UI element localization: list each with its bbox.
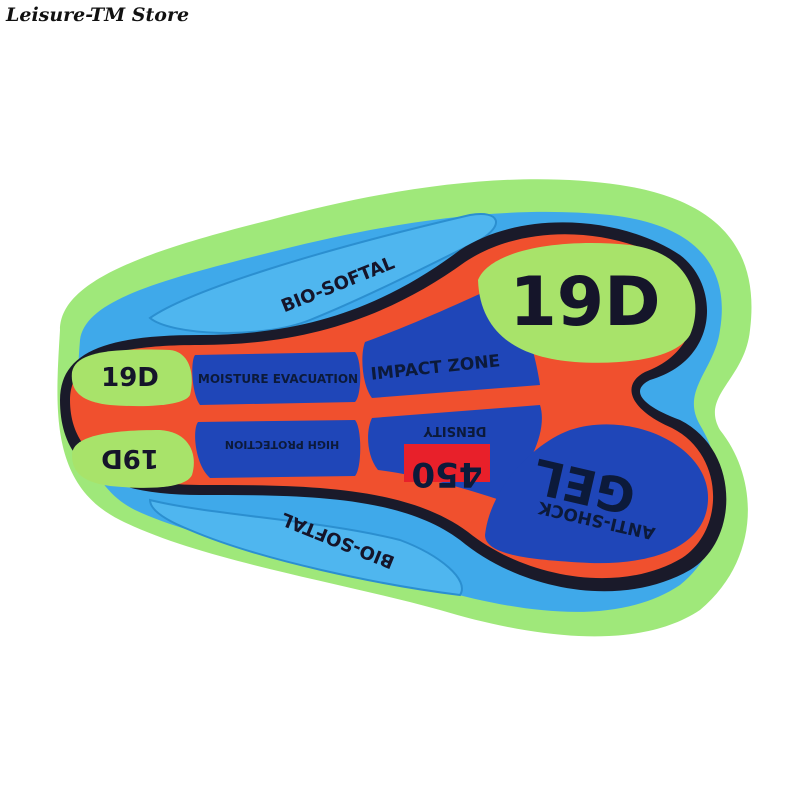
small-19d-top-label: 19D	[101, 363, 159, 393]
moisture-label: MOISTURE EVACUATION	[198, 372, 358, 386]
big-19d-label: 19D	[509, 263, 660, 342]
small-19d-top-pad	[71, 349, 192, 407]
high-protection-panel	[195, 420, 361, 478]
big-19d-pad	[478, 243, 696, 363]
density-label: DENSITY	[423, 423, 487, 438]
anti-shock-gel-pad	[485, 424, 709, 564]
small-19d-bottom-label: 19D	[101, 443, 159, 473]
bio-softal-bottom-panel	[148, 498, 463, 597]
store-watermark: Leisure-TM Store	[6, 4, 190, 26]
high-protection-label: HIGH PROTECTION	[225, 438, 340, 451]
small-19d-bottom-pad	[72, 430, 194, 488]
density-value-box	[404, 444, 490, 482]
moisture-panel	[192, 352, 361, 405]
density-value-label: 450	[412, 454, 483, 494]
